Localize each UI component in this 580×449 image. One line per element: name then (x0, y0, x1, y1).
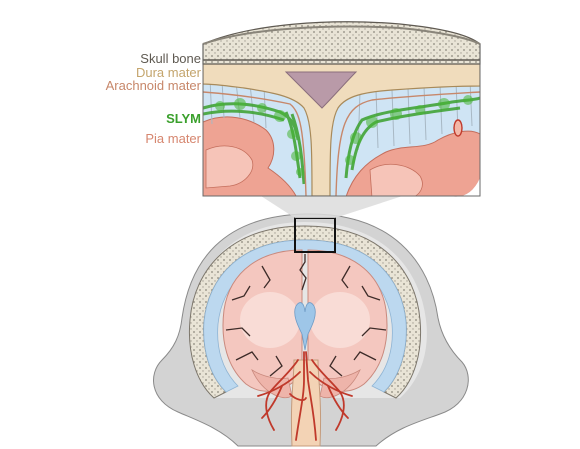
label-pia-mater: Pia mater (145, 131, 201, 146)
label-slym: SLYM (166, 111, 201, 126)
label-arachnoid-mater: Arachnoid mater (106, 78, 202, 93)
blood-vessels (257, 351, 353, 441)
label-skull-bone: Skull bone (140, 51, 201, 66)
venous-sinus (284, 71, 358, 109)
sulci (225, 254, 387, 377)
labels: Skull bone Dura mater Arachnoid mater SL… (106, 51, 202, 146)
head-cross-section (153, 213, 469, 447)
magnified-meninges (202, 21, 481, 197)
ventricle (294, 302, 316, 351)
label-dura-mater: Dura mater (136, 65, 202, 80)
skull-bone-cap (202, 21, 481, 65)
slym-texture (215, 95, 473, 176)
